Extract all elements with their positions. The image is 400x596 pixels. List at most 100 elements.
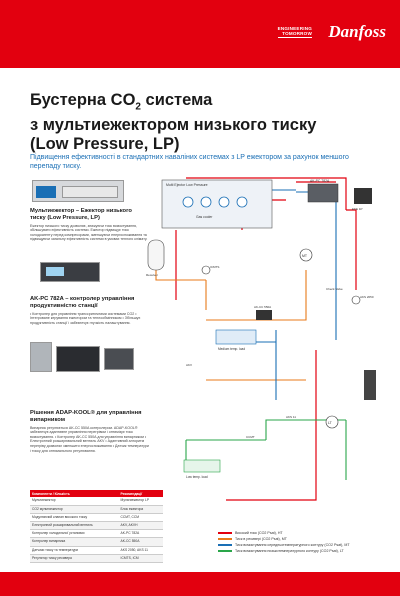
divider — [278, 37, 312, 38]
valve-icon — [201, 265, 211, 275]
spec-cell: Датчики тиску та температури — [30, 546, 119, 555]
title-line1: Бустерна CO — [30, 91, 136, 109]
lt-suction-pipes — [185, 419, 347, 480]
legend-swatch-orange — [218, 538, 232, 540]
compressor-mt-label: MT — [302, 254, 308, 258]
spec-cell: AKS 2050, AKS 11 — [118, 546, 163, 555]
sensor2-label: AKS 11 — [286, 415, 296, 419]
controller-box — [307, 183, 339, 203]
legend-swatch-blue — [218, 544, 232, 546]
legend-item: Тиск в ресивері (CO2 Psat), MT — [218, 536, 368, 542]
header-bar — [0, 0, 400, 68]
adap-controller-image — [56, 346, 100, 372]
spec-cell: Мультиежектор LP — [118, 497, 163, 506]
title-line3: (Low Pressure, LP) — [30, 135, 180, 154]
compressor-icon — [218, 196, 230, 208]
spec-cell: Модулюючий клапан високого тиску — [30, 513, 119, 523]
legend-swatch-red — [218, 532, 232, 534]
legend-label: Тиск всмоктування низькотемпературного к… — [235, 549, 344, 553]
section-controller: AK-PC 782A – контролер управління продук… — [30, 296, 148, 325]
spec-cell: Контролер холодильної установки — [30, 529, 119, 539]
lt-cabinet — [183, 459, 221, 473]
controller-label: AK-PC 782A — [310, 179, 330, 183]
spec-cell: AKV, AKVH — [118, 521, 163, 531]
mt-cabinet-label: Medium temp. load — [218, 347, 245, 351]
legend-item: Високий тиск (CO2 Psat), HT — [218, 530, 368, 536]
controller-unit — [354, 188, 372, 204]
spec-cell: AK-PC 782A — [118, 529, 163, 539]
lt-cabinet-label: Low temp. load — [186, 475, 208, 479]
spec-cell: Контролер випарника — [30, 537, 119, 547]
legend-label: Високий тиск (CO2 Psat), HT — [235, 531, 283, 535]
tagline-line1: ENGINEERING — [277, 26, 312, 31]
valve3-label: CCMT — [246, 435, 255, 439]
spec-cell: Електронний розширювальний вентиль — [30, 521, 119, 531]
ejector-title: Мультиежектор – Ежектор низького тиску (… — [30, 208, 132, 221]
sensor-icon — [351, 295, 361, 305]
spec-cell: Блок ежектора — [118, 505, 163, 514]
section-adap: Рішення ADAP-KOOL® для управління випарн… — [30, 410, 150, 453]
spec-cell: CO2 мультиежектор — [30, 505, 119, 514]
check-valve-label: Check Valve — [326, 287, 343, 291]
spec-header-component: Компоненти / Кількість — [30, 490, 119, 497]
gas-cooler-label: Gas cooler — [196, 215, 213, 219]
compressor-icon — [200, 196, 212, 208]
legend-label: Тиск в ресивері (CO2 Psat), MT — [235, 537, 287, 541]
footer-bar — [0, 572, 400, 596]
valve2-label: ICMTS — [210, 265, 219, 269]
multi-ejector-box — [161, 179, 273, 229]
spec-cell: ССМТ, ССМ — [118, 513, 163, 523]
page-title: Бустерна CO2 система з мультиежектором н… — [30, 91, 330, 154]
legend-label: Тиск всмоктування середньотемпературного… — [235, 543, 350, 547]
mt-compressor-icon — [299, 248, 313, 262]
spec-table-header: Компоненти / Кількість Рекомендації — [30, 490, 163, 497]
receiver-pipes — [155, 260, 307, 381]
receiver-label: Receiver — [146, 273, 158, 277]
unit2-label: EKE 1P — [352, 207, 363, 211]
compressor-icon — [182, 196, 194, 208]
spec-cell: AK-CC 550A — [118, 537, 163, 547]
tagline: ENGINEERING TOMORROW — [278, 26, 312, 36]
section-ejector: Мультиежектор – Ежектор низького тиску (… — [30, 208, 148, 242]
spec-cell: Регулятор тиску ресивера — [30, 554, 119, 564]
title-subscript: 2 — [135, 101, 141, 113]
adap-valve-image — [30, 342, 52, 372]
controller-text: • Контролер для управління трансcритични… — [30, 311, 141, 325]
unit1-label: AK-CC 550A — [254, 305, 271, 309]
spec-cell: ICMTS, ICM — [118, 554, 163, 564]
lt-compressor-icon — [325, 415, 339, 429]
multi-ejector-label: Multi Ejector Low Pressure — [166, 183, 208, 187]
sensor1-label: AKS 2050 — [360, 295, 374, 299]
title-line1-end: система — [140, 91, 213, 109]
legend-item: Тиск всмоктування середньотемпературного… — [218, 542, 368, 548]
spec-header-recommendation: Рекомендації — [118, 490, 163, 497]
controller-title: AK-PC 782A – контролер управління продук… — [30, 296, 135, 309]
receiver-tank — [147, 239, 165, 271]
adap-sensor-image — [104, 348, 134, 370]
unit-cabinet — [364, 370, 376, 400]
brand-logo: Danfoss — [328, 22, 386, 41]
system-diagram: Multi Ejector Low Pressure Gas cooler AK… — [146, 177, 376, 501]
title-line2: з мультиежектором низького тиску — [30, 116, 317, 135]
page-subtitle: Підвищення ефективності в стандартних на… — [30, 154, 349, 170]
compressor-lt-label: LT — [328, 421, 333, 425]
unit1-controller — [256, 310, 272, 320]
spec-table: Компоненти / Кількість Рекомендації Муль… — [30, 490, 163, 564]
legend-item: Тиск всмоктування низькотемпературного к… — [218, 548, 368, 554]
ejector-image-body — [36, 186, 56, 198]
tagline-line2: TOMORROW — [282, 31, 312, 36]
adap-title: Рішення ADAP-KOOL® для управління випарн… — [30, 410, 142, 423]
ejector-image-body2 — [62, 186, 118, 198]
adap-text: Випарник регулюється AK-CC 550A контроле… — [30, 425, 149, 453]
ejector-text: Ежектор низького тиску дозволяє, знижуюч… — [30, 223, 148, 242]
controller-display — [46, 267, 64, 276]
legend-swatch-green — [218, 550, 232, 552]
